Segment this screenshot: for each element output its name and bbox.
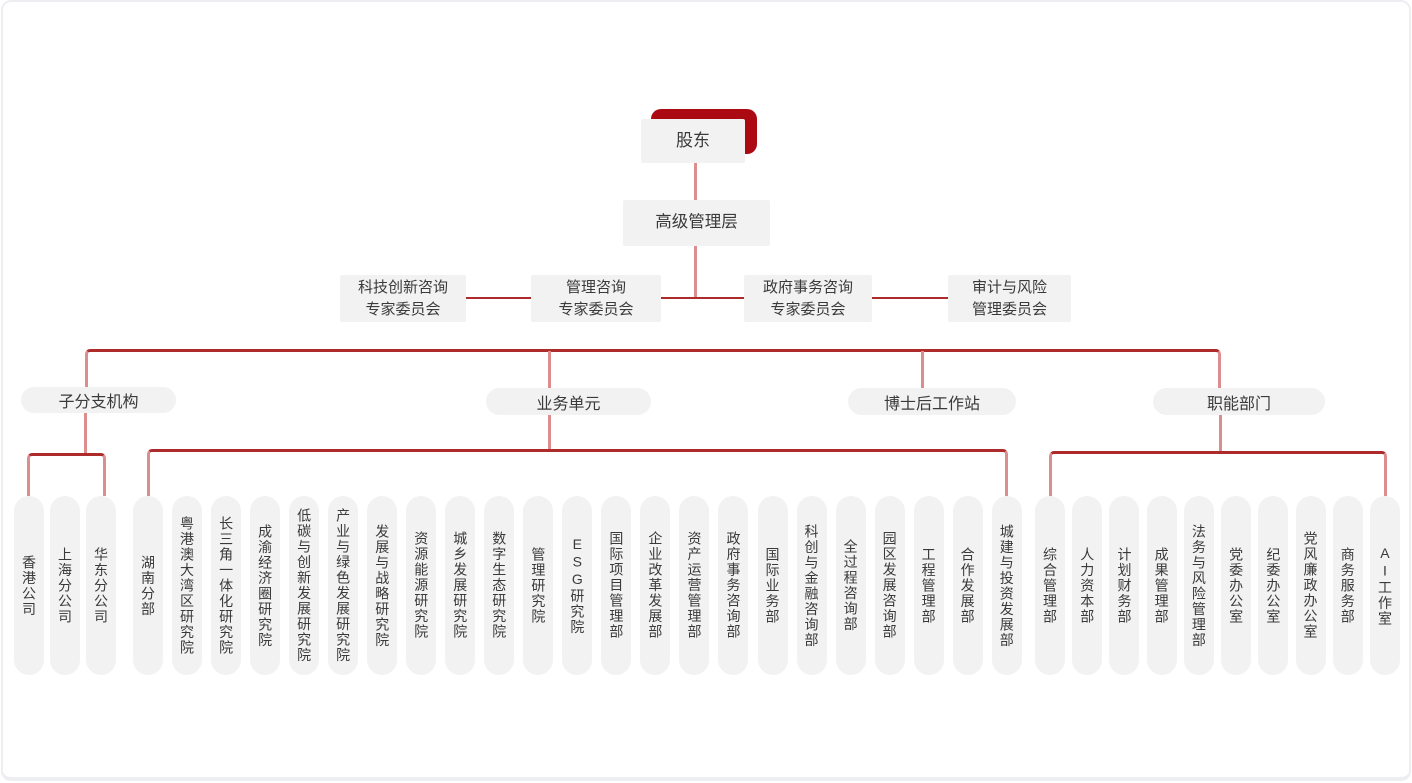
org-node-department[interactable]: 湖南分部 <box>133 496 163 675</box>
connector-stem-business-units <box>548 415 551 450</box>
org-node-department[interactable]: 上海分公司 <box>50 496 80 675</box>
org-node-label: 审计与风险 管理委员会 <box>971 278 1047 318</box>
org-node-department[interactable]: 园区发展咨询部 <box>874 496 905 675</box>
connector-drop-postdoc-station <box>921 351 924 389</box>
connector-bracket-subsidiaries <box>27 453 106 496</box>
children-row-functional-departments: 综合管理部人力资本部计划财务部成果管理部法务与风险管理部党委办公室纪委办公室党风… <box>1035 496 1400 675</box>
org-node-label: 业务单元 <box>536 395 601 413</box>
org-node-branch-postdoc-station[interactable]: 博士后工作站 <box>848 388 1016 415</box>
org-node-branch-business-units[interactable]: 业务单元 <box>486 388 651 415</box>
org-node-department[interactable]: 香港公司 <box>14 496 44 675</box>
connector-shareholders-management <box>694 163 697 200</box>
org-node-department[interactable]: 政府事务咨询部 <box>718 496 749 675</box>
org-node-label: 职能部门 <box>1206 395 1271 413</box>
org-node-department[interactable]: 成渝经济圈研究院 <box>250 496 281 675</box>
connector-committee-row-line <box>403 297 1009 299</box>
org-node-department[interactable]: AI工作室 <box>1369 496 1400 675</box>
org-node-committee-management-advisory[interactable]: 管理咨询 专家委员会 <box>531 275 661 322</box>
org-node-department[interactable]: 发展与战略研究院 <box>367 496 398 675</box>
org-node-committee-tech-innovation-advisory[interactable]: 科技创新咨询 专家委员会 <box>340 275 466 322</box>
org-node-department[interactable]: 党委办公室 <box>1221 496 1252 675</box>
org-node-department[interactable]: 综合管理部 <box>1035 496 1065 675</box>
org-node-branch-functional-departments[interactable]: 职能部门 <box>1153 388 1325 415</box>
org-node-label: 管理咨询 专家委员会 <box>558 278 634 318</box>
org-node-label: 科技创新咨询 专家委员会 <box>357 278 448 318</box>
org-node-department[interactable]: 粤港澳大湾区研究院 <box>172 496 203 675</box>
connector-bracket-functional-departments <box>1049 451 1387 496</box>
org-node-department[interactable]: 资产运营管理部 <box>679 496 710 675</box>
org-node-label: 股东 <box>676 130 710 150</box>
org-node-committee-government-affairs-advisory[interactable]: 政府事务咨询 专家委员会 <box>744 275 872 322</box>
org-node-department[interactable]: 华东分公司 <box>86 496 116 675</box>
org-node-committee-audit-risk-management[interactable]: 审计与风险 管理委员会 <box>948 275 1071 322</box>
org-node-department[interactable]: 长三角一体化研究院 <box>211 496 242 675</box>
org-node-department[interactable]: 合作发展部 <box>952 496 983 675</box>
connector-bracket-business-units <box>147 449 1008 496</box>
org-node-department[interactable]: 纪委办公室 <box>1258 496 1289 675</box>
org-node-department[interactable]: 城乡发展研究院 <box>445 496 476 675</box>
org-node-department[interactable]: 全过程咨询部 <box>835 496 866 675</box>
org-node-label: 高级管理层 <box>655 213 738 232</box>
org-node-department[interactable]: 工程管理部 <box>913 496 944 675</box>
org-node-department[interactable]: 国际业务部 <box>757 496 788 675</box>
org-node-label: 子分支机构 <box>58 394 139 411</box>
org-node-department[interactable]: 产业与绿色发展研究院 <box>328 496 359 675</box>
org-node-department[interactable]: 国际项目管理部 <box>601 496 632 675</box>
org-node-senior-management[interactable]: 高级管理层 <box>623 200 770 246</box>
org-node-department[interactable]: ESG研究院 <box>562 496 593 675</box>
connector-stem-subsidiaries <box>84 413 87 454</box>
connector-stem-functional-departments <box>1219 415 1222 452</box>
org-node-department[interactable]: 城建与投资发展部 <box>991 496 1022 675</box>
connector-management-committees <box>694 246 697 298</box>
connector-main-bracket <box>85 349 1221 388</box>
org-node-shareholders[interactable]: 股东 <box>641 119 745 163</box>
org-node-label: 政府事务咨询 专家委员会 <box>762 278 853 318</box>
org-node-department[interactable]: 管理研究院 <box>523 496 554 675</box>
connector-drop-business-units <box>548 351 551 389</box>
org-node-department[interactable]: 法务与风险管理部 <box>1183 496 1214 675</box>
org-node-branch-subsidiaries[interactable]: 子分支机构 <box>21 387 176 413</box>
children-row-subsidiaries: 香港公司上海分公司华东分公司 <box>14 496 116 675</box>
children-row-business-units: 湖南分部粤港澳大湾区研究院长三角一体化研究院成渝经济圈研究院低碳与创新发展研究院… <box>133 496 1022 675</box>
org-node-department[interactable]: 商务服务部 <box>1332 496 1363 675</box>
org-node-department[interactable]: 成果管理部 <box>1146 496 1177 675</box>
org-node-department[interactable]: 计划财务部 <box>1109 496 1140 675</box>
org-node-department[interactable]: 低碳与创新发展研究院 <box>289 496 320 675</box>
org-node-department[interactable]: 数字生态研究院 <box>484 496 515 675</box>
org-node-label: 博士后工作站 <box>883 395 980 413</box>
org-node-department[interactable]: 企业改革发展部 <box>640 496 671 675</box>
org-node-department[interactable]: 党风廉政办公室 <box>1295 496 1326 675</box>
org-node-department[interactable]: 科创与金融咨询部 <box>796 496 827 675</box>
org-node-department[interactable]: 人力资本部 <box>1072 496 1103 675</box>
org-node-department[interactable]: 资源能源研究院 <box>406 496 437 675</box>
